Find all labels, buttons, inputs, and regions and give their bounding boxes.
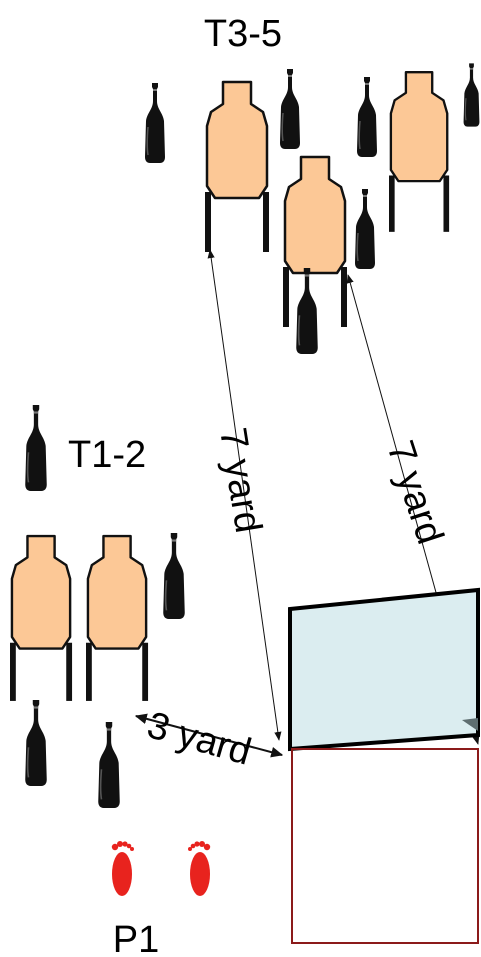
footprints-icon: [111, 841, 134, 896]
silhouette-target-icon: [84, 534, 150, 703]
silhouette-target-icon: [8, 534, 74, 703]
distance-label-near: 3 yard: [143, 704, 256, 773]
silhouette-target-icon: [387, 70, 451, 234]
targets-far-label: T3-5: [204, 13, 282, 55]
bottle-icon: [295, 267, 319, 355]
distance-line-near: [134, 713, 284, 758]
shooting-box: [291, 748, 479, 944]
bottle-icon: [97, 721, 121, 809]
bottle-icon: [162, 532, 186, 620]
bottle-icon: [279, 68, 301, 150]
distance-label-left: 7 yard: [211, 425, 269, 536]
silhouette-target-icon: [281, 155, 349, 329]
distance-label-right: 7 yard: [378, 436, 451, 549]
targets-far-group: T3-5: [144, 13, 481, 355]
bottle-icon: [144, 82, 166, 164]
bottle-icon: [356, 76, 378, 158]
distance-line-left: [207, 249, 282, 741]
targets-near-label: T1-2: [68, 434, 146, 476]
footprints-icon: [188, 841, 211, 896]
silhouette-target-icon: [203, 80, 271, 254]
position-label: P1: [113, 919, 159, 957]
shooting-position: P1: [111, 841, 211, 957]
bottle-icon: [462, 62, 481, 128]
port-marker: [462, 718, 478, 731]
bottle-icon: [24, 404, 48, 492]
bottle-icon: [354, 188, 376, 270]
barricade: [288, 587, 480, 752]
targets-near-group: T1-2: [8, 404, 186, 809]
shooting-area: [288, 587, 480, 944]
bottle-icon: [24, 699, 48, 787]
